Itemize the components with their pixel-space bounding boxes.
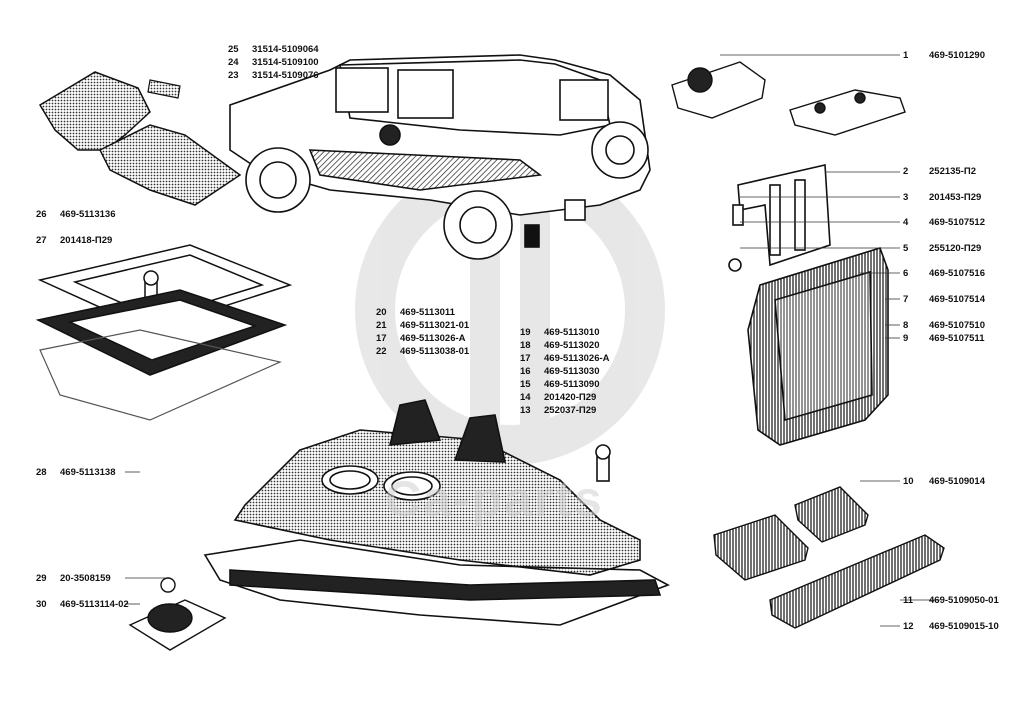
part-1-bumper-stop (671, 61, 906, 136)
vehicle-body (229, 54, 651, 260)
tunnel-cover (203, 399, 670, 626)
watermark-text: Ca-parts (385, 471, 604, 527)
floor-mats-rear (713, 486, 945, 629)
part-29-30-assembly (128, 577, 227, 651)
floor-mats-front (38, 71, 242, 206)
hatch-cover (35, 244, 293, 421)
leader-lines (125, 54, 940, 627)
mud-flap-assembly (728, 164, 889, 446)
